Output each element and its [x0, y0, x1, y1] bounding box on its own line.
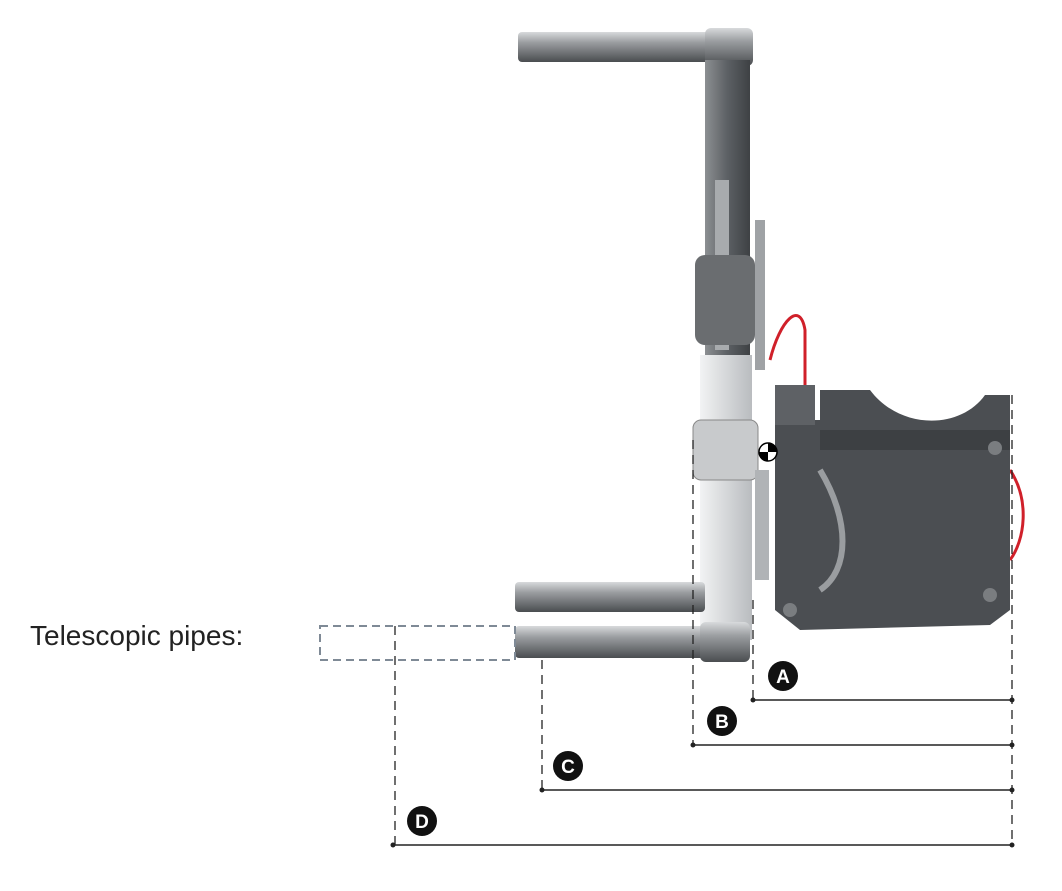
dimension-label-c: C [561, 757, 575, 778]
telescopic-pipes-caption: Telescopic pipes: [30, 620, 244, 651]
bottom-pipe-lower [515, 622, 750, 662]
bottom-pipe-upper [515, 582, 705, 612]
center-of-gravity-icon [758, 442, 778, 462]
side-cable [1008, 469, 1025, 561]
dimension-A: A [750, 661, 1015, 703]
dimension-D: D [390, 806, 1015, 848]
hydraulic-cable [768, 314, 807, 400]
dimension-B: B [690, 706, 1015, 748]
top-pipe [518, 28, 753, 66]
vertical-arm [692, 60, 769, 640]
telescopic-pipe-extension [319, 625, 516, 661]
dimension-label-b: B [715, 712, 729, 733]
dimension-label-d: D [415, 812, 429, 833]
extension-lines [394, 395, 1013, 845]
clamp-body [775, 385, 1010, 630]
dimension-label-a: A [776, 667, 790, 688]
dimension-C: C [539, 751, 1015, 793]
